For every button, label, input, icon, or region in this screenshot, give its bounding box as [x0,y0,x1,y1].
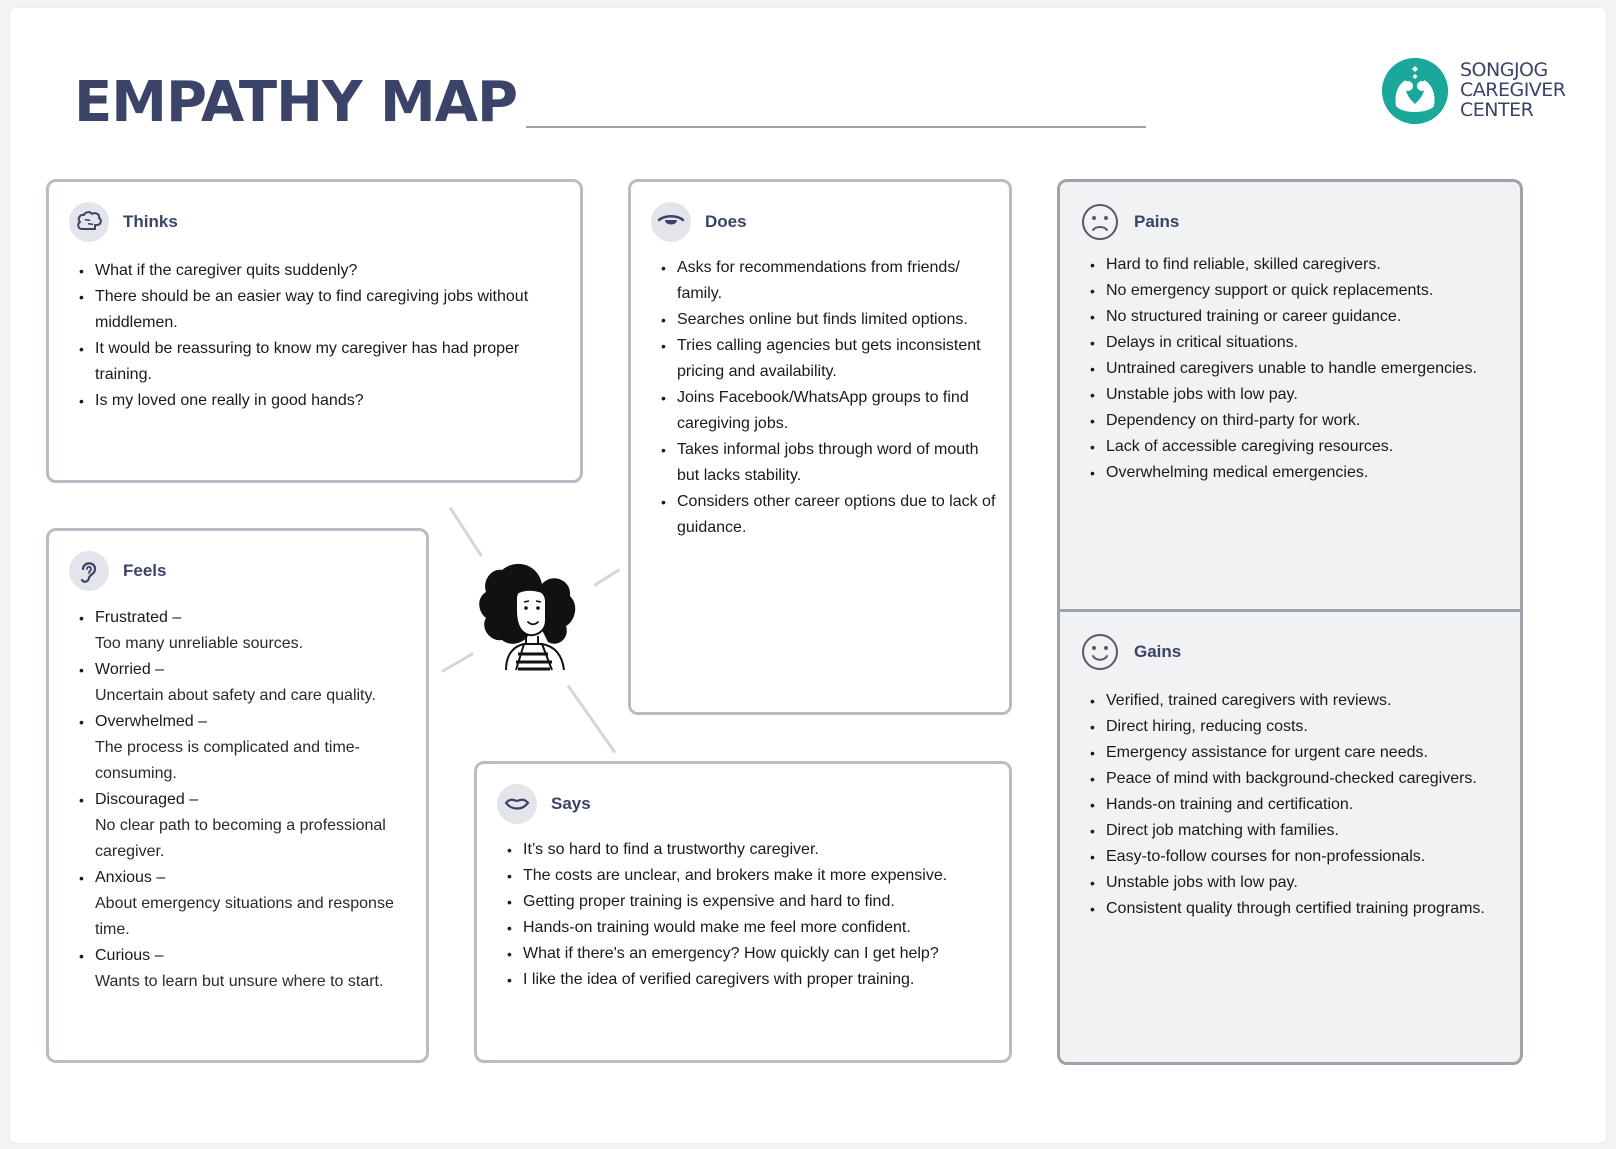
pains-gains-panel: Pains Hard to find reliable, skilled car… [1057,179,1523,1065]
connector-ray [566,684,617,754]
list-item: Takes informal jobs through word of mout… [661,437,1001,489]
feels-list: Frustrated – Too many unreliable sources… [79,605,419,995]
title-underline [526,126,1146,128]
list-item: There should be an easier way to find ca… [79,284,569,336]
connector-ray [593,568,621,587]
connector-ray [441,652,474,673]
list-item: Overwhelmed – The process is complicated… [79,709,419,787]
list-item: Easy-to-follow courses for non-professio… [1090,844,1520,870]
list-item: What if there's an emergency? How quickl… [507,941,997,967]
list-item: Lack of accessible caregiving resources. [1090,434,1520,460]
feels-card: Feels Frustrated – Too many unreliable s… [46,528,429,1063]
caregiver-logo-icon [1382,58,1448,124]
page-title: EMPATHY MAP [74,70,518,135]
feeling-term: Overwhelmed – [95,713,208,730]
thinks-card: Thinks What if the caregiver quits sudde… [46,179,583,483]
list-item: Frustrated – Too many unreliable sources… [79,605,419,657]
feels-header: Feels [69,551,166,591]
thinks-list: What if the caregiver quits suddenly? Th… [79,258,569,414]
sad-face-icon [1080,202,1120,242]
feeling-term: Discouraged – [95,791,199,808]
list-item: No emergency support or quick replacemen… [1090,278,1520,304]
ear-icon [69,551,109,591]
says-header: Says [497,784,591,824]
feeling-term: Frustrated – [95,609,182,626]
list-item: It would be reassuring to know my caregi… [79,336,569,388]
brand-logo: SONGJOG CAREGIVER CENTER [1382,58,1582,128]
list-item: No structured training or career guidanc… [1090,304,1520,330]
list-item: Asks for recommendations from friends/ f… [661,255,1001,307]
list-item: Tries calling agencies but gets inconsis… [661,333,1001,385]
feeling-description: The process is complicated and time-cons… [95,739,360,782]
list-item: Direct hiring, reducing costs. [1090,714,1520,740]
list-item: Discouraged – No clear path to becoming … [79,787,419,865]
empathy-map-sheet: EMPATHY MAP SONGJOG CAREGIVER CENTER [10,8,1606,1143]
does-list: Asks for recommendations from friends/ f… [661,255,1001,541]
list-item: Getting proper training is expensive and… [507,889,997,915]
feels-title: Feels [123,561,167,580]
list-item: What if the caregiver quits suddenly? [79,258,569,284]
feeling-term: Curious – [95,947,164,964]
list-item: It’s so hard to find a trustworthy careg… [507,837,997,863]
gains-title: Gains [1134,642,1182,661]
feeling-term: Anxious – [95,869,166,886]
list-item: Untrained caregivers unable to handle em… [1090,356,1520,382]
happy-face-icon [1080,632,1120,672]
persona-avatar-icon [472,550,582,675]
thinks-title: Thinks [123,212,178,231]
does-header: Does [651,202,747,242]
list-item: Unstable jobs with low pay. [1090,870,1520,896]
gains-header: Gains [1080,632,1181,672]
list-item: Is my loved one really in good hands? [79,388,569,414]
gains-section: Gains Verified, trained caregivers with … [1060,612,1520,1062]
thinks-header: Thinks [69,202,178,242]
feeling-description: Too many unreliable sources. [95,635,304,652]
list-item: Hard to find reliable, skilled caregiver… [1090,252,1520,278]
pains-header: Pains [1080,202,1179,242]
gains-list: Verified, trained caregivers with review… [1090,688,1520,922]
list-item: Emergency assistance for urgent care nee… [1090,740,1520,766]
feeling-term: Worried – [95,661,165,678]
list-item: Consistent quality through certified tra… [1090,896,1520,922]
pains-list: Hard to find reliable, skilled caregiver… [1090,252,1520,486]
list-item: The costs are unclear, and brokers make … [507,863,997,889]
pains-title: Pains [1134,212,1180,231]
list-item: Verified, trained caregivers with review… [1090,688,1520,714]
list-item: Anxious – About emergency situations and… [79,865,419,943]
logo-line: CAREGIVER [1460,79,1566,101]
list-item: Joins Facebook/WhatsApp groups to find c… [661,385,1001,437]
list-item: Direct job matching with families. [1090,818,1520,844]
list-item: Dependency on third-party for work. [1090,408,1520,434]
says-title: Says [551,794,591,813]
eye-icon [651,202,691,242]
says-list: It’s so hard to find a trustworthy careg… [507,837,997,993]
does-card: Does Asks for recommendations from frien… [628,179,1012,715]
feeling-description: Uncertain about safety and care quality. [95,687,376,704]
says-card: Says It’s so hard to find a trustworthy … [474,761,1012,1063]
list-item: Curious – Wants to learn but unsure wher… [79,943,419,995]
list-item: Searches online but finds limited option… [661,307,1001,333]
list-item: Unstable jobs with low pay. [1090,382,1520,408]
feeling-description: No clear path to becoming a professional… [95,817,386,860]
feeling-description: About emergency situations and response … [95,895,394,938]
list-item: Hands-on training would make me feel mor… [507,915,997,941]
list-item: Hands-on training and certification. [1090,792,1520,818]
mouth-icon [497,784,537,824]
list-item: Considers other career options due to la… [661,489,1001,541]
list-item: Peace of mind with background-checked ca… [1090,766,1520,792]
does-title: Does [705,212,747,231]
feeling-description: Wants to learn but unsure where to start… [95,973,384,990]
pains-gains-divider [1060,609,1520,612]
logo-line: SONGJOG [1460,59,1548,81]
list-item: Worried – Uncertain about safety and car… [79,657,419,709]
list-item: Delays in critical situations. [1090,330,1520,356]
logo-line: CENTER [1460,99,1534,121]
list-item: Overwhelming medical emergencies. [1090,460,1520,486]
brain-icon [69,202,109,242]
pains-section: Pains Hard to find reliable, skilled car… [1060,182,1520,609]
logo-wordmark: SONGJOG CAREGIVER CENTER [1460,60,1590,120]
list-item: I like the idea of verified caregivers w… [507,967,997,993]
